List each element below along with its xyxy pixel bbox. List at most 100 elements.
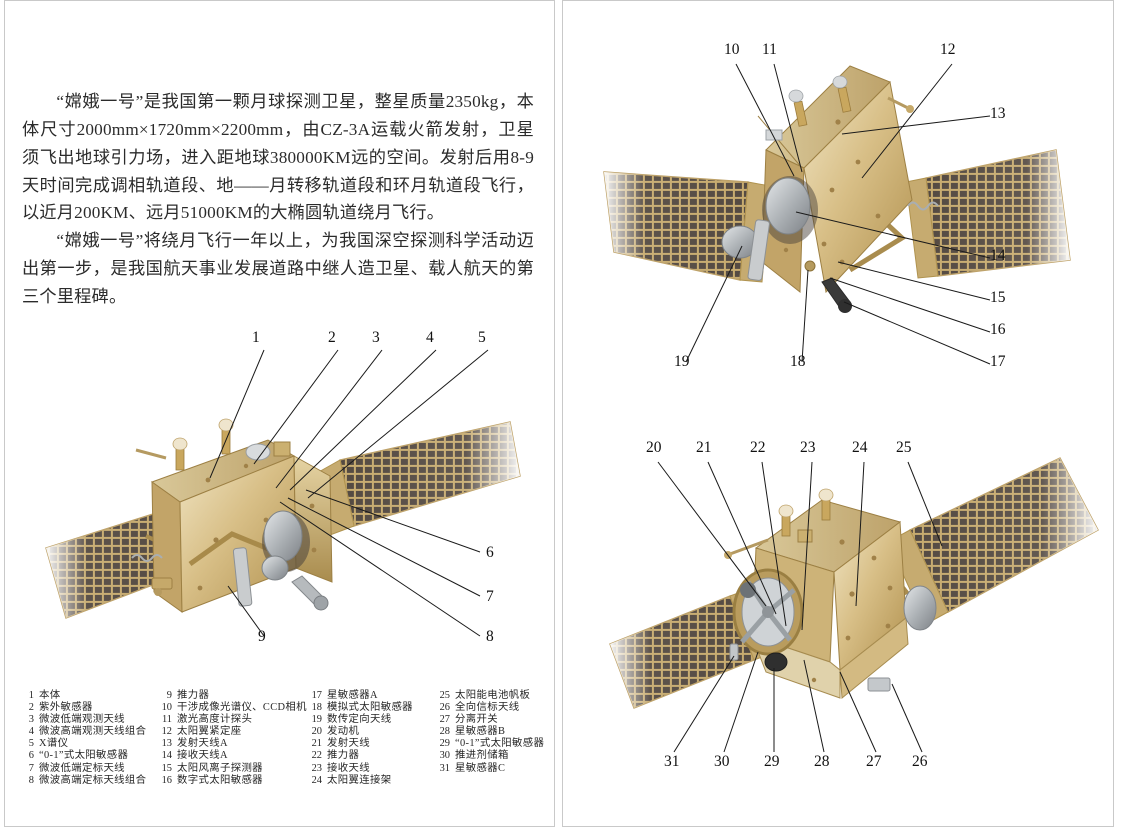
legend-label: 微波高端观测天线组合 [39, 726, 147, 738]
legend-item: 6 “0-1”式太阳敏感器 [18, 750, 156, 762]
legend-number: 7 [28, 762, 34, 774]
callout-8: 8 [486, 628, 494, 645]
star-sensor-c [729, 643, 739, 661]
legend-number: 15 [161, 762, 172, 774]
legend-number: 3 [28, 714, 34, 726]
legend-number: 19 [311, 714, 322, 726]
legend-number: 14 [161, 750, 172, 762]
legend-number: 18 [311, 702, 322, 714]
legend-number: 23 [311, 762, 322, 774]
legend-label: 星敏感器C [455, 762, 506, 774]
callout-23: 23 [800, 439, 816, 456]
legend-label: 发射天线A [177, 738, 228, 750]
directional-antenna-assembly [232, 510, 329, 611]
engine-nozzle-assembly [732, 568, 804, 672]
satellite-rear-illustration [609, 457, 1099, 753]
legend-item: 7 微波低端定标天线 [18, 763, 156, 775]
legend-number: 30 [439, 750, 450, 762]
callout-1: 1 [252, 329, 260, 346]
legend-number: 13 [161, 738, 172, 750]
legend-item: 15 太阳风离子探测器 [156, 763, 306, 775]
legend-label: 太阳翼连接架 [327, 774, 392, 786]
callout-11: 11 [762, 41, 777, 58]
legend-item: 1 本体 [18, 690, 156, 702]
legend-label: 本体 [39, 690, 61, 701]
callout-10: 10 [724, 41, 740, 58]
legend-number: 8 [28, 774, 34, 786]
callout-9: 9 [258, 628, 266, 645]
legend-number: 24 [311, 774, 322, 786]
leader-lines [685, 63, 991, 365]
figure-satellite-front: 1 2 3 4 5 6 7 8 9 [40, 330, 530, 670]
separation-switch [867, 677, 891, 692]
callout-12: 12 [940, 41, 956, 58]
callout-13: 13 [990, 105, 1006, 122]
legend-label: 干涉成像光谱仪、CCD相机 [177, 702, 307, 714]
legend-item: 16 数字式太阳敏感器 [156, 775, 306, 787]
callout-31: 31 [664, 753, 680, 770]
legend-item: 13 发射天线A [156, 738, 306, 750]
legend-label: 接收天线 [327, 762, 370, 774]
legend-number: 16 [161, 774, 172, 786]
solar-panel-right [307, 421, 521, 539]
legend-number: 17 [311, 690, 322, 701]
callout-26: 26 [912, 753, 928, 770]
leader-lines [209, 349, 489, 637]
legend-label: 微波低端定标天线 [39, 762, 125, 774]
callout-20: 20 [646, 439, 662, 456]
legend-number: 26 [439, 702, 450, 714]
solar-panel-right [905, 149, 1071, 279]
page-left [4, 0, 555, 827]
legend-item: 19 数传定向天线 [306, 714, 434, 726]
callout-3: 3 [372, 329, 380, 346]
top-mounted-antennas [135, 418, 291, 471]
legend-number: 10 [161, 702, 172, 714]
top-mounted-antennas [724, 488, 834, 559]
legend-label: “0-1”式太阳敏感器 [455, 738, 545, 750]
legend-label: “0-1”式太阳敏感器 [39, 750, 129, 762]
legend-number: 12 [161, 726, 172, 738]
legend-label: X谱仪 [39, 738, 69, 750]
callout-22: 22 [750, 439, 766, 456]
callout-30: 30 [714, 753, 730, 770]
legend-number: 6 [28, 750, 34, 762]
callout-21: 21 [696, 439, 712, 456]
callout-7: 7 [486, 588, 494, 605]
legend-label: 微波高端定标天线组合 [39, 774, 147, 786]
callout-2: 2 [328, 329, 336, 346]
legend-label: 数传定向天线 [327, 714, 392, 726]
legend-number: 31 [439, 762, 450, 774]
callout-14: 14 [990, 247, 1006, 264]
legend-label: 太阳能电池帆板 [455, 690, 531, 701]
legend-number: 1 [28, 690, 34, 701]
legend-label: 发射天线 [327, 738, 370, 750]
legend-label: 紫外敏感器 [39, 702, 93, 714]
legend-label: 数字式太阳敏感器 [177, 774, 263, 786]
callout-28: 28 [814, 753, 830, 770]
top-mounted-antennas [765, 75, 914, 141]
legend-label: 太阳风离子探测器 [177, 762, 263, 774]
legend-item: 29“0-1”式太阳敏感器 [434, 738, 546, 750]
legend-number: 22 [311, 750, 322, 762]
callout-5: 5 [478, 329, 486, 346]
figure-satellite-rear: 20 21 22 23 24 25 26 27 28 29 30 31 [590, 430, 1110, 810]
article-body: “嫦娥一号”是我国第一颗月球探测卫星，整星质量2350kg，本体尺寸2000mm… [22, 88, 534, 311]
callout-27: 27 [866, 753, 882, 770]
legend-label: 微波低端观测天线 [39, 714, 125, 726]
